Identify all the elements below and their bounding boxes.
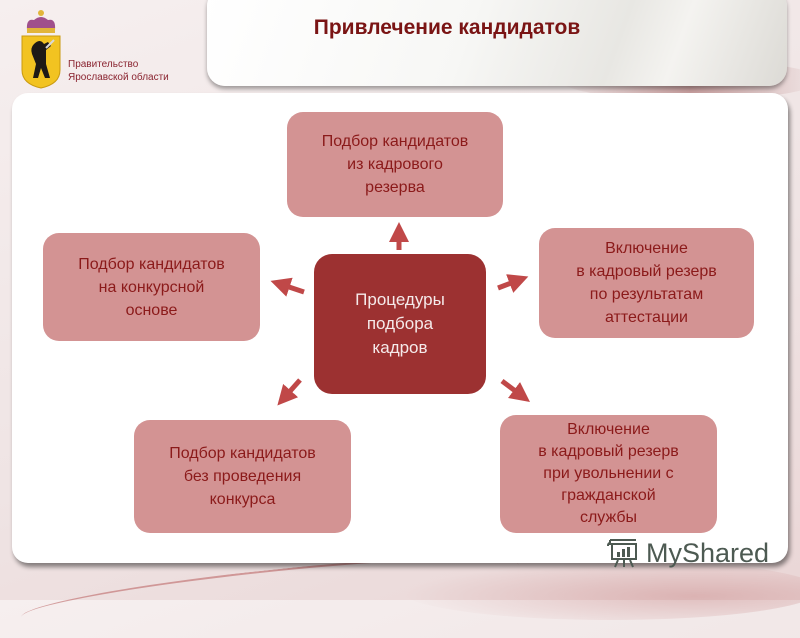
organization-logo: Правительство Ярославской области (20, 8, 200, 90)
node-top: Подбор кандидатов из кадрового резерва (287, 112, 503, 217)
node-bottom-left: Подбор кандидатов без проведения конкурс… (134, 420, 351, 533)
center-node: Процедуры подбора кадров (314, 254, 486, 394)
arrows-layer (270, 222, 530, 406)
node-label: Включение в кадровый резерв по результат… (576, 240, 717, 326)
presentation-board-icon (607, 539, 637, 568)
center-node-label: Процедуры подбора кадров (355, 290, 445, 357)
coat-of-arms-bear-icon (21, 10, 61, 89)
page-title: Привлечение кандидатов (313, 16, 581, 39)
arrow-left-icon (270, 277, 305, 297)
node-right: Включение в кадровый резерв по результат… (539, 228, 754, 338)
watermark-text: MyShared (646, 537, 770, 568)
header-panel (207, 0, 787, 86)
arrow-down-left-icon (277, 378, 302, 406)
node-label: Подбор кандидатов без проведения конкурс… (169, 445, 316, 508)
organization-line-2: Ярославской области (68, 72, 169, 83)
organization-name: Правительство Ярославской области (68, 58, 169, 84)
node-bottom-right: Включение в кадровый резерв при увольнен… (500, 415, 717, 533)
node-label: Подбор кандидатов на конкурсной основе (78, 255, 225, 319)
organization-line-1: Правительство (68, 59, 139, 70)
node-left: Подбор кандидатов на конкурсной основе (43, 233, 260, 341)
arrow-right-icon (497, 274, 529, 293)
watermark: MyShared (606, 536, 769, 570)
node-label: Включение в кадровый резерв при увольнен… (538, 421, 679, 526)
arrow-down-right-icon (500, 379, 530, 402)
node-label: Подбор кандидатов из кадрового резерва (321, 133, 469, 196)
